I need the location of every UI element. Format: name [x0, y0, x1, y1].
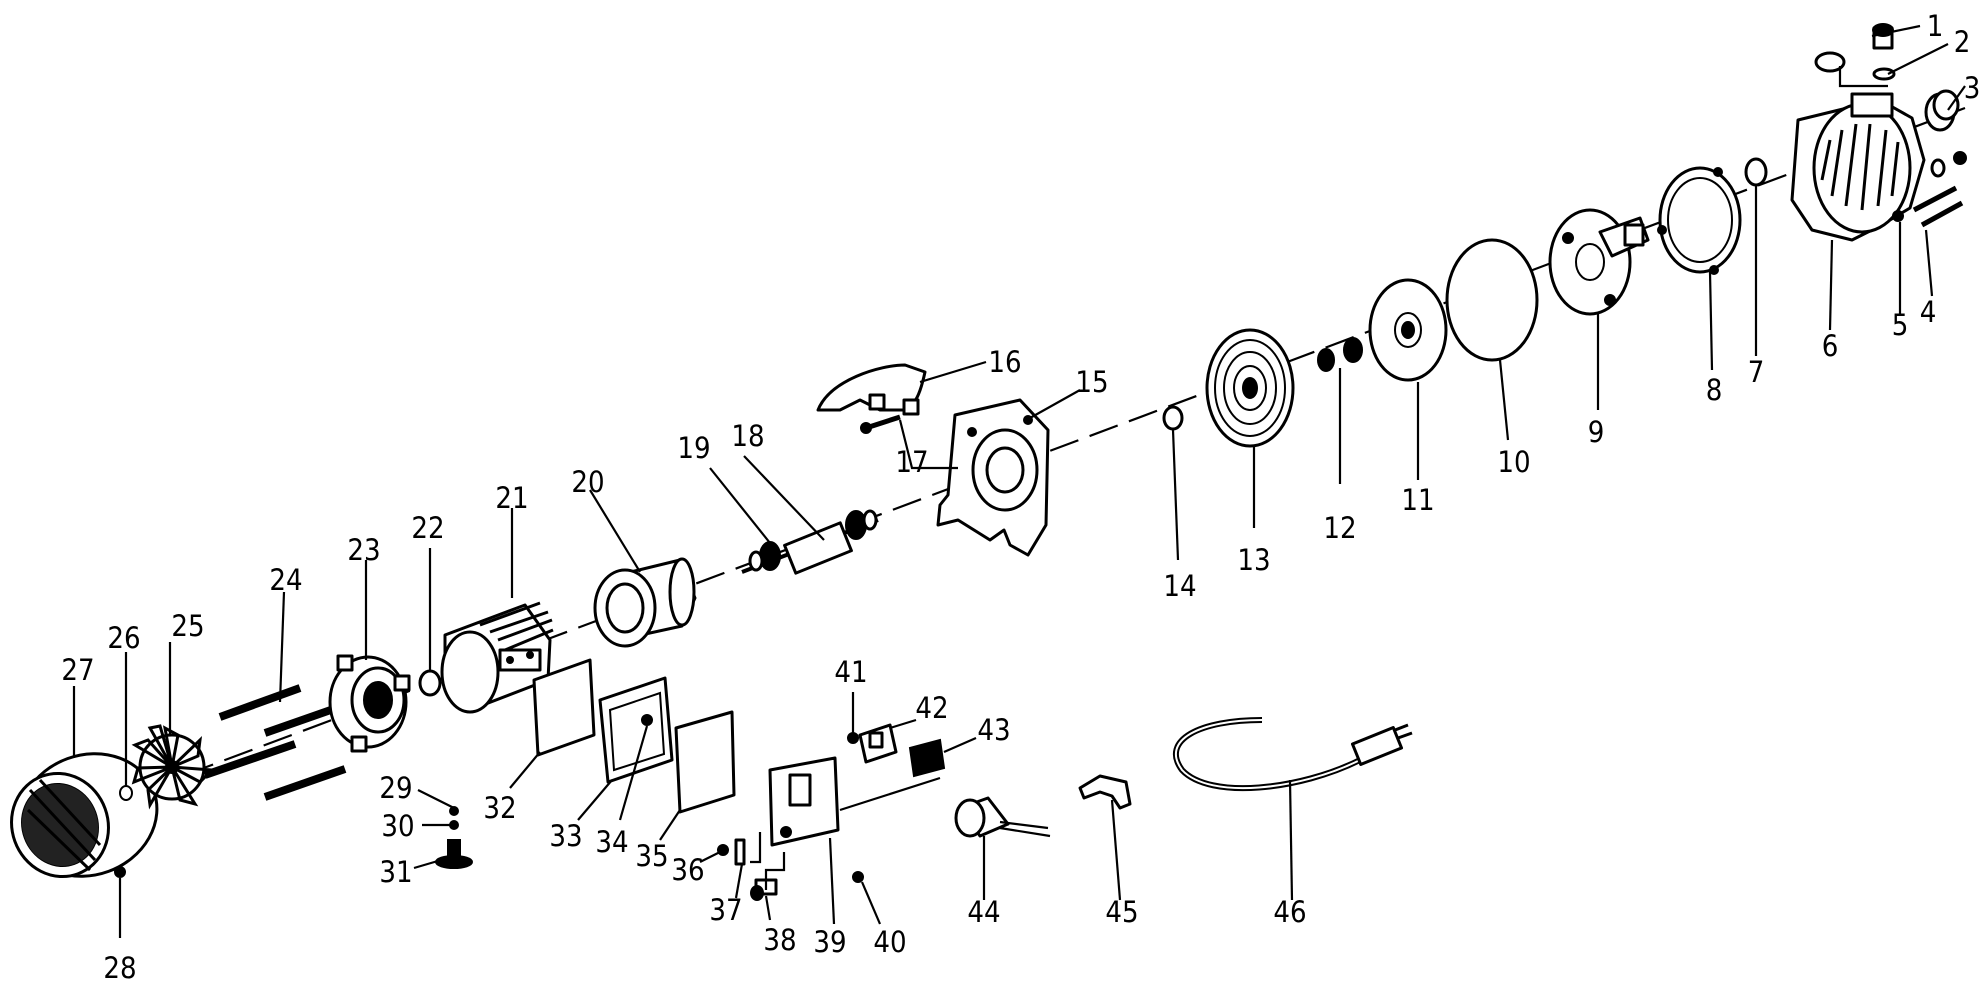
part-46-power-cable	[1172, 717, 1413, 792]
callout-44: 44	[967, 895, 1000, 929]
callout-30: 30	[381, 809, 414, 843]
callout-32: 32	[483, 791, 516, 825]
part-9-ejector	[1548, 208, 1650, 316]
part-28-screw	[114, 866, 126, 878]
callout-7: 7	[1748, 355, 1765, 389]
part-27-end-cover	[10, 752, 159, 879]
part-15-bracket	[936, 398, 1050, 557]
part-32-gasket	[532, 658, 596, 757]
callout-18: 18	[731, 419, 764, 453]
part-7-o-ring	[1744, 157, 1768, 187]
part-16-handle	[816, 363, 927, 416]
callout-42: 42	[915, 691, 948, 725]
callout-15: 15	[1075, 365, 1108, 399]
callout-4: 4	[1920, 295, 1937, 329]
callout-11: 11	[1401, 483, 1434, 517]
part-11-impeller	[1368, 278, 1448, 382]
part-4-5-screws	[1892, 151, 1967, 228]
callout-46: 46	[1273, 895, 1306, 929]
part-10-o-ring	[1445, 238, 1539, 362]
callout-45: 45	[1105, 895, 1138, 929]
part-42-terminal	[858, 723, 898, 764]
callout-37: 37	[709, 893, 742, 927]
part-36-screw	[717, 844, 729, 856]
part-37-spring	[734, 838, 746, 866]
part-24-tie-rods	[203, 684, 347, 801]
callout-1: 1	[1927, 9, 1944, 43]
callout-27: 27	[61, 653, 94, 687]
callout-33: 33	[549, 819, 582, 853]
part-43-terminal	[908, 738, 946, 778]
callout-24: 24	[269, 563, 302, 597]
callout-3: 3	[1964, 71, 1981, 105]
part-38-knob	[750, 878, 778, 901]
part-34-screw	[641, 714, 653, 726]
callout-41: 41	[834, 655, 867, 689]
callout-31: 31	[379, 855, 412, 889]
part-19-18-rotor	[741, 509, 879, 575]
part-17-screw	[860, 414, 901, 434]
callout-9: 9	[1588, 415, 1605, 449]
part-22-wave-washer	[418, 669, 442, 697]
part-45-cable-clamp	[1078, 774, 1132, 810]
part-29-washer	[449, 806, 459, 816]
callout-22: 22	[411, 511, 444, 545]
part-26-washer	[119, 785, 133, 801]
callout-39: 39	[813, 925, 846, 959]
part-13-diffuser	[1205, 328, 1295, 448]
callout-23: 23	[347, 533, 380, 567]
callout-36: 36	[671, 853, 704, 887]
callout-13: 13	[1237, 543, 1270, 577]
callout-5: 5	[1892, 308, 1909, 342]
part-40-screw	[852, 871, 864, 883]
part-6-pump-housing	[1790, 92, 1956, 242]
part-20-stator	[593, 557, 697, 648]
callout-labels: 1 2 3 4 5 6 7 8 9 10 11 12 13 14 15 16 1…	[61, 9, 1980, 985]
part-33-terminal-box	[598, 676, 674, 784]
callout-43: 43	[977, 713, 1010, 747]
part-21-motor-housing	[440, 601, 554, 714]
callout-12: 12	[1323, 511, 1356, 545]
callout-2: 2	[1954, 25, 1971, 59]
callout-8: 8	[1706, 373, 1723, 407]
callout-28: 28	[103, 951, 136, 985]
part-31-gland	[435, 839, 473, 869]
part-35-cover	[674, 710, 736, 814]
callout-25: 25	[171, 609, 204, 643]
callout-38: 38	[763, 923, 796, 957]
part-39-switch-box	[768, 756, 840, 847]
callout-10: 10	[1497, 445, 1530, 479]
callout-40: 40	[873, 925, 906, 959]
leader-lines	[72, 24, 1966, 938]
part-12-mechanical-seal	[1317, 337, 1363, 372]
part-25-fan	[131, 724, 216, 810]
callout-19: 19	[677, 431, 710, 465]
switch-leader-lines	[750, 776, 941, 890]
part-23-rear-shield	[328, 654, 411, 753]
callout-21: 21	[495, 481, 528, 515]
callout-16: 16	[988, 345, 1021, 379]
part-parts-plug-left	[1814, 51, 1888, 88]
part-14-seal-ring	[1162, 405, 1184, 431]
callout-34: 34	[595, 825, 628, 859]
callout-6: 6	[1822, 329, 1839, 363]
callout-14: 14	[1163, 569, 1196, 603]
callout-17: 17	[895, 445, 928, 479]
callout-26: 26	[107, 621, 140, 655]
part-3-drain-plug	[1932, 89, 1960, 121]
part-2-washer	[1872, 67, 1896, 81]
callout-20: 20	[571, 465, 604, 499]
part-44-capacitor	[954, 796, 1051, 838]
callout-29: 29	[379, 771, 412, 805]
part-8-flange	[1657, 166, 1742, 275]
callout-35: 35	[635, 839, 668, 873]
